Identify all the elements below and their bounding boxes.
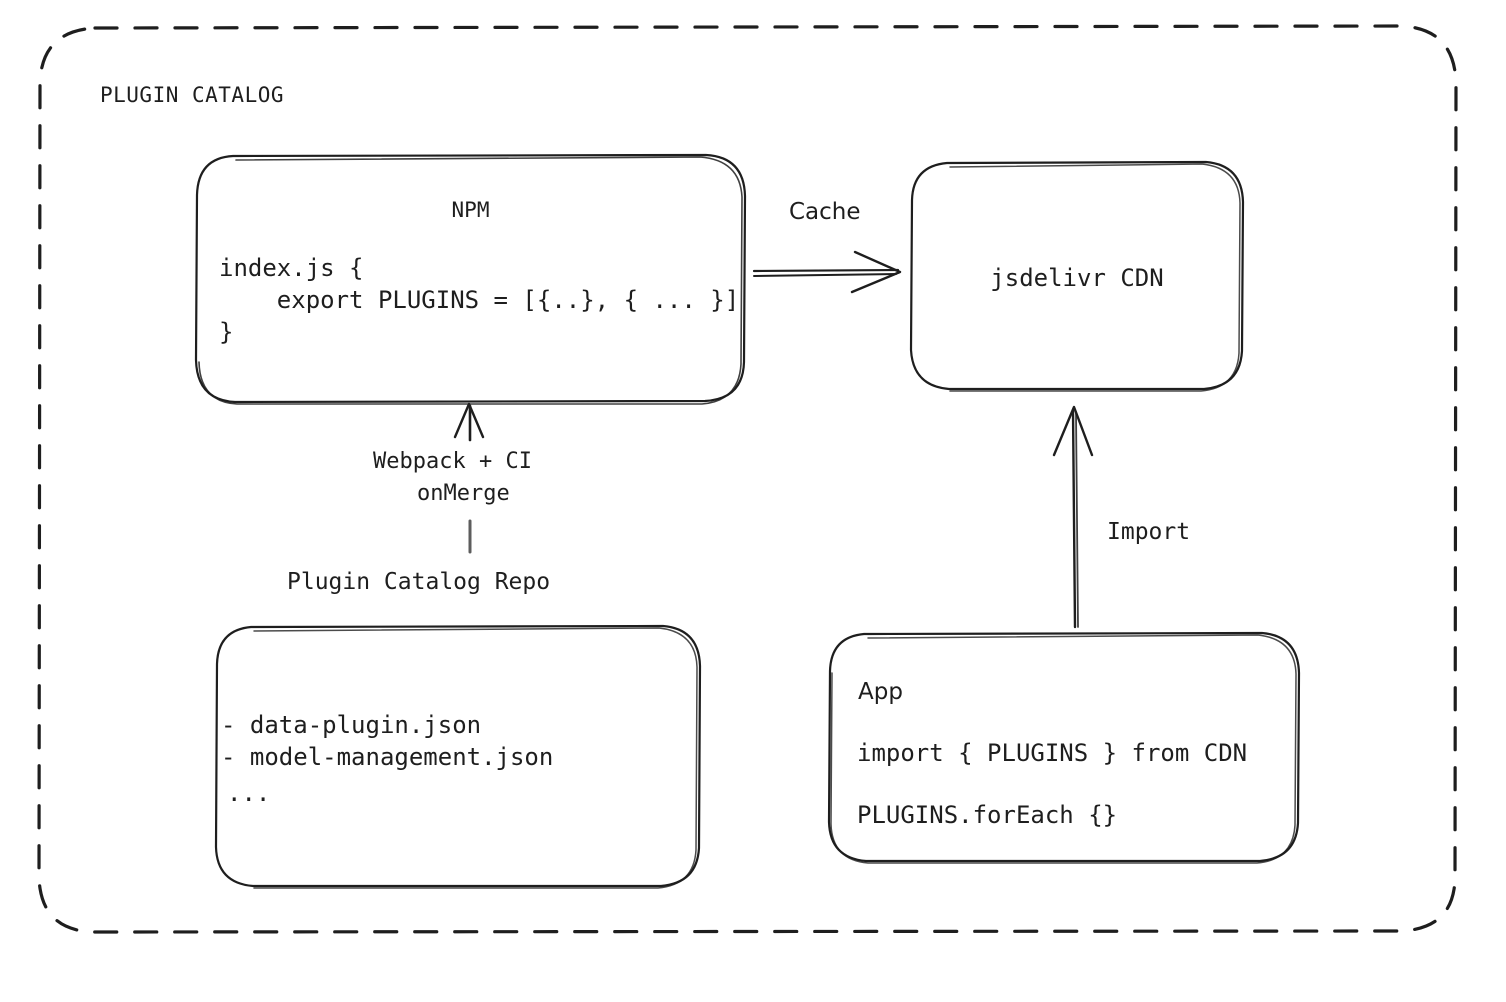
edge-label-import: Import [1107,519,1191,545]
node-app-title: App [858,679,903,705]
edge-label-cache: Cache [789,199,861,225]
edge-label-webpack-ci: Webpack + CI [373,449,532,474]
edge-repo-to-npm-arrow [453,402,485,554]
node-repo-item-3: ... [227,779,271,807]
node-npm-code-line-2: export PLUGINS = [{..}, { ... }] [219,286,740,314]
node-cdn-title: jsdelivr CDN [990,264,1164,292]
group-title-plugin-catalog: PLUGIN CATALOG [100,83,285,107]
node-npm-code-line-1: index.js { [219,254,364,282]
node-npm-code-line-3: } [219,318,234,346]
node-npm-title: NPM [451,198,490,222]
node-repo-caption: Plugin Catalog Repo [287,569,551,595]
node-app-code-line-2: PLUGINS.forEach {} [857,801,1118,829]
edge-npm-to-cdn-arrow [752,250,902,294]
node-repo-item-2: - model-management.json [221,743,554,771]
edge-label-onmerge: onMerge [417,481,510,506]
node-app-code-line-1: import { PLUGINS } from CDN [857,739,1248,767]
edge-app-to-cdn-arrow [1052,405,1094,629]
node-repo-item-1: - data-plugin.json [221,711,482,739]
